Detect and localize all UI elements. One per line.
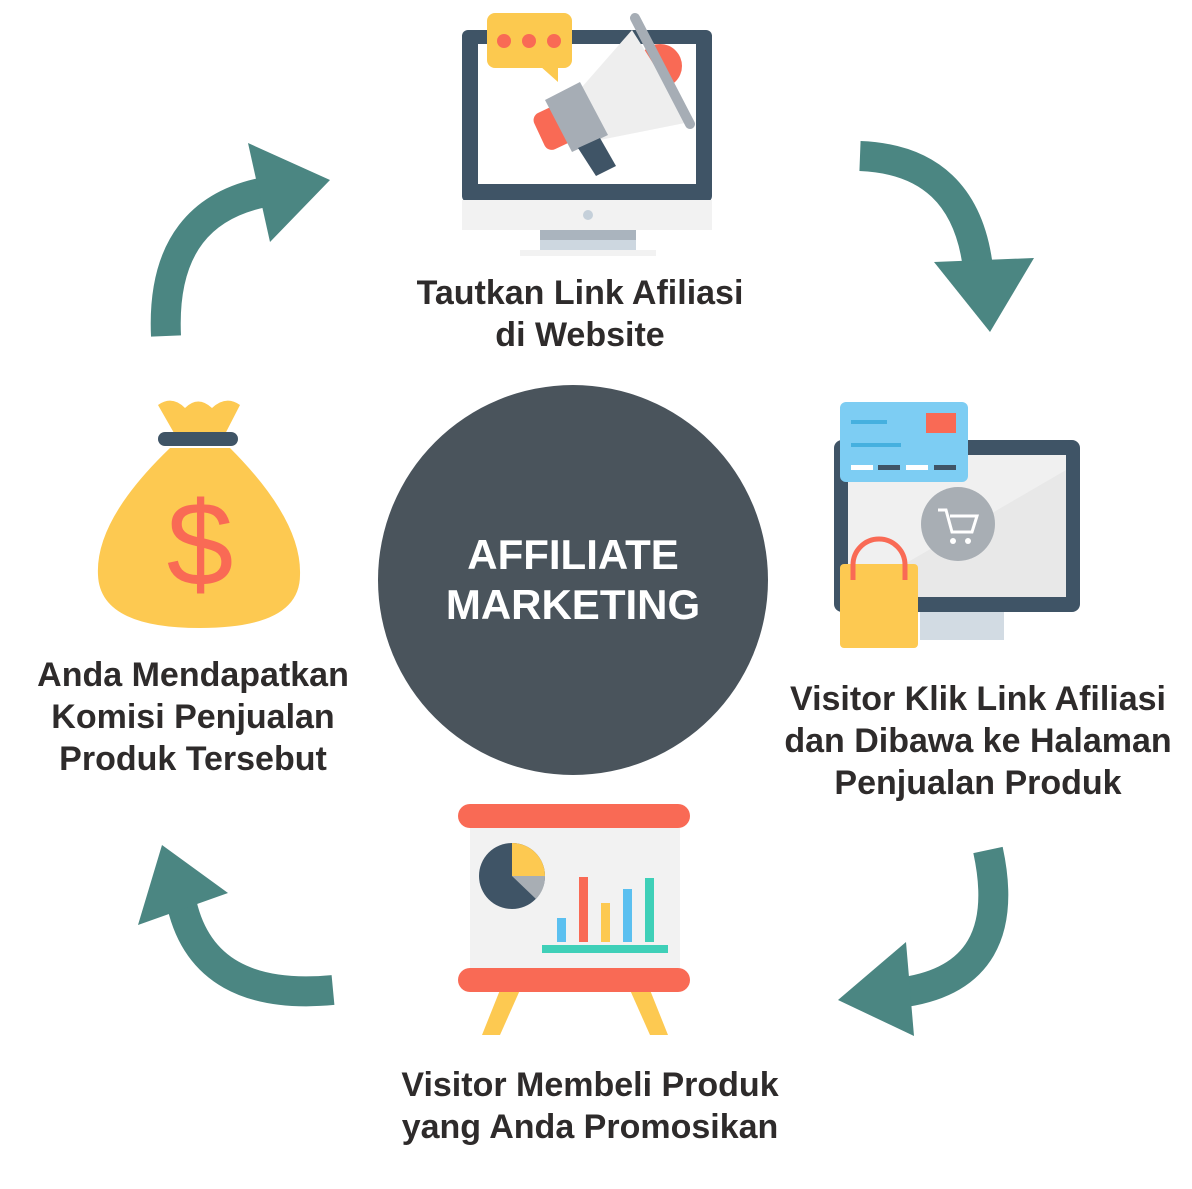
arrow-top-left	[150, 143, 330, 337]
label-line: dan Dibawa ke Halaman	[784, 722, 1172, 760]
center-title-line1: AFFILIATE	[467, 531, 679, 578]
label-line: yang Anda Promosikan	[401, 1108, 779, 1146]
step-label-visitor-click: Visitor Klik Link Afiliasi dan Dibawa ke…	[784, 678, 1171, 804]
label-line: Produk Tersebut	[59, 740, 327, 778]
label-line: Tautkan Link Afiliasi	[416, 274, 744, 312]
label-line: Penjualan Produk	[834, 764, 1122, 802]
arrow-bottom-left	[138, 845, 335, 1007]
arrow-top-right	[859, 141, 1034, 332]
label-line: Visitor Membeli Produk	[401, 1066, 779, 1104]
step-label-link: Tautkan Link Afiliasi di Website	[417, 272, 744, 356]
label-line: di Website	[495, 316, 665, 354]
svg-text:$: $	[167, 477, 234, 611]
money-bag-icon: $	[97, 400, 301, 628]
step-label-commission: Anda Mendapatkan Komisi Penjualan Produk…	[37, 654, 349, 780]
shopping-monitor-icon	[834, 402, 1080, 648]
presentation-chart-icon	[458, 804, 690, 1035]
arrow-bottom-right	[838, 846, 1009, 1036]
label-line: Anda Mendapatkan	[37, 656, 349, 694]
label-line: Visitor Klik Link Afiliasi	[790, 680, 1166, 718]
center-circle: AFFILIATE MARKETING	[378, 385, 768, 775]
monitor-megaphone-icon	[462, 13, 712, 256]
center-title-line2: MARKETING	[445, 581, 701, 628]
step-label-visitor-buy: Visitor Membeli Produk yang Anda Promosi…	[401, 1064, 778, 1148]
label-line: Komisi Penjualan	[51, 698, 335, 736]
